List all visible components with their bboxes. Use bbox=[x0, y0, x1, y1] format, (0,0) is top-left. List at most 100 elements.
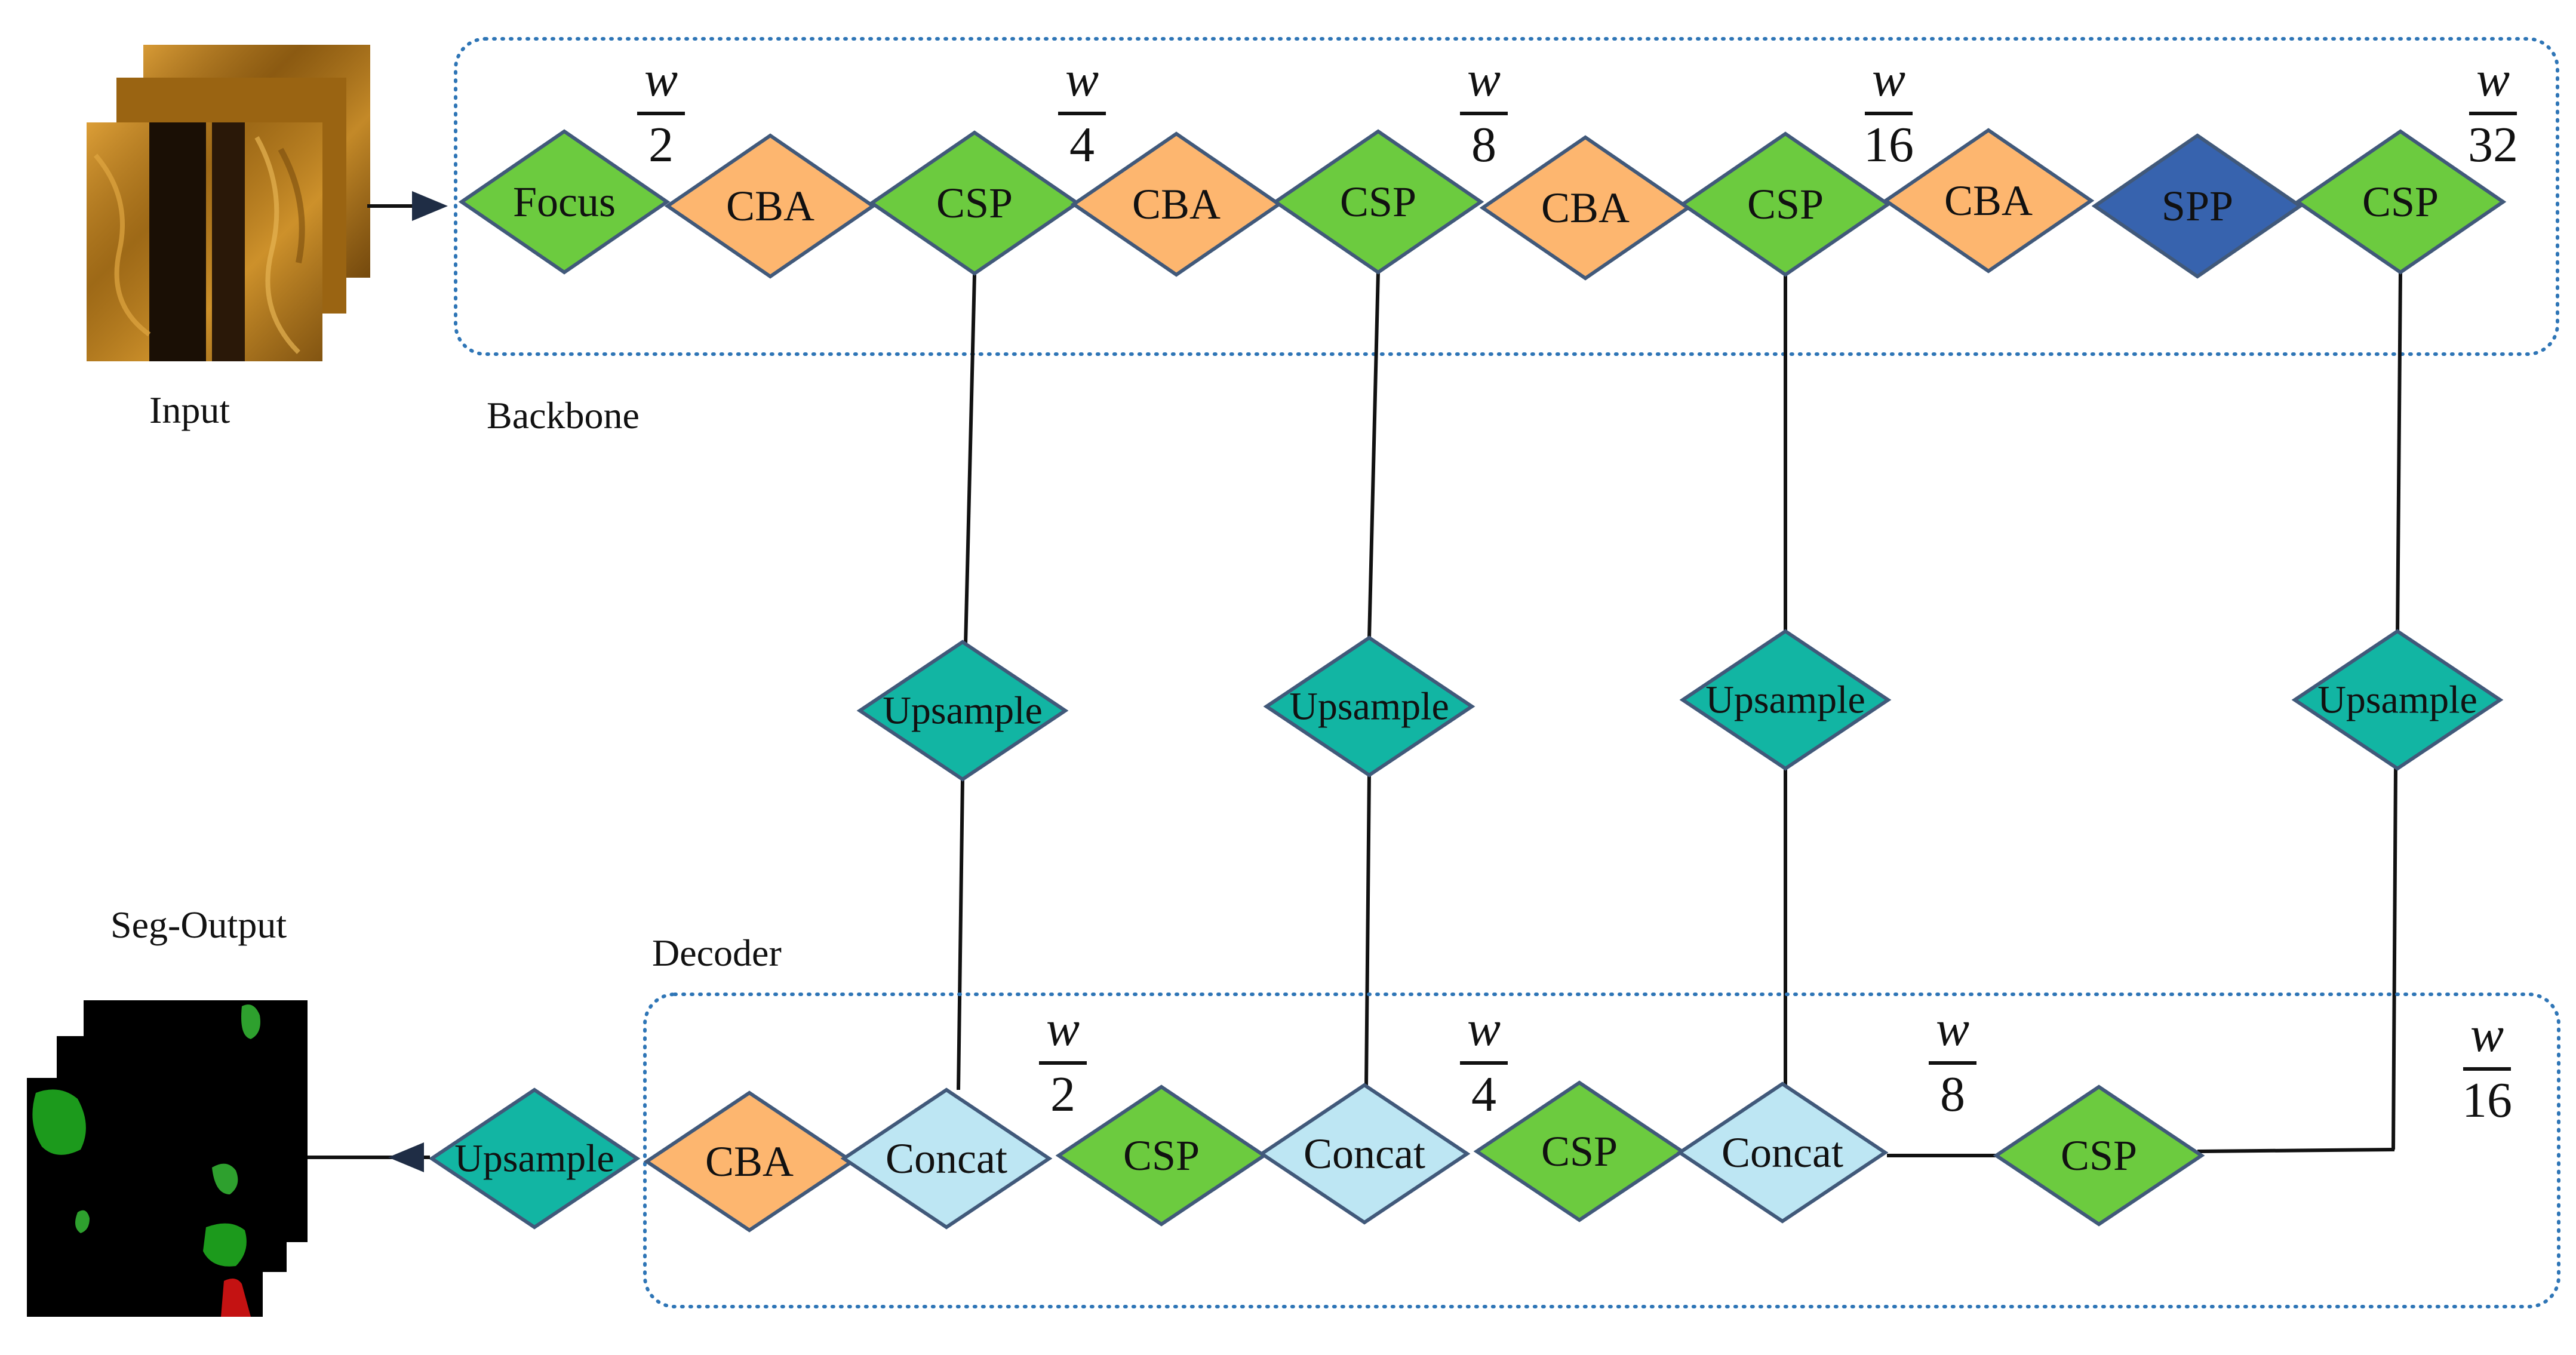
csp2-node: CSP bbox=[1272, 129, 1484, 275]
dec-cba-label: CBA bbox=[705, 1138, 794, 1185]
backbone-scale-5: w 32 bbox=[2468, 51, 2518, 173]
seg-output-arrowhead bbox=[388, 1142, 424, 1172]
skip-connections bbox=[957, 271, 2402, 1157]
up4-node: Upsample bbox=[2291, 629, 2504, 771]
upsample-nodes: Upsample Upsample Upsample Upsample bbox=[856, 629, 2504, 782]
csp4-diamond bbox=[2294, 129, 2507, 275]
backbone-scale-3: w8 bbox=[1460, 51, 1508, 173]
concat3-diamond bbox=[1676, 1081, 1889, 1224]
backbone-scale-2: w4 bbox=[1058, 51, 1106, 173]
backbone-scale-4-denominator: 16 bbox=[1864, 117, 1914, 173]
spp-label: SPP bbox=[2162, 182, 2233, 230]
csp4-node: CSP bbox=[2294, 129, 2507, 275]
csp1-label: CSP bbox=[936, 179, 1013, 227]
input-caption: Input bbox=[149, 389, 230, 431]
backbone-scale-3-denominator: 8 bbox=[1471, 117, 1496, 173]
csp2-to-upsample2 bbox=[1367, 271, 1380, 640]
csp2-label: CSP bbox=[1340, 178, 1416, 226]
dec-csp3-node: CSP bbox=[1993, 1084, 2205, 1227]
upsample1-to-concat1 bbox=[957, 779, 964, 1090]
concat3-node: Concat bbox=[1676, 1081, 1889, 1224]
backbone-scale-1-denominator: 2 bbox=[648, 117, 674, 173]
up3-node: Upsample bbox=[1679, 629, 1892, 771]
backbone-scale-4: w 16 bbox=[1864, 51, 1914, 173]
cba1-label: CBA bbox=[726, 182, 814, 230]
csp3-label: CSP bbox=[1747, 180, 1824, 228]
decoder-scale-4: w16 bbox=[2462, 1007, 2512, 1128]
dec-csp3-diamond bbox=[1993, 1084, 2205, 1227]
backbone-nodes: Focus CBA CSP CBA CSP CBA CSP CBA SPP CSP bbox=[458, 128, 2507, 281]
focus-label: Focus bbox=[513, 178, 616, 226]
seg-blob-4 bbox=[203, 1223, 247, 1267]
decoder-scale-3: w8 bbox=[1929, 1001, 1976, 1122]
upsample4-down bbox=[2391, 767, 2397, 1150]
dec-csp1-label: CSP bbox=[1123, 1132, 1200, 1179]
cba2-label: CBA bbox=[1132, 180, 1221, 228]
decoder-scale-1-denominator: 2 bbox=[1050, 1067, 1075, 1122]
backbone-frame bbox=[454, 37, 2559, 356]
csp4-label: CSP bbox=[2362, 178, 2439, 226]
csp4-to-upsample4 bbox=[2396, 271, 2402, 637]
up1-label: Upsample bbox=[883, 689, 1043, 733]
backbone-scale-2-numerator: w bbox=[1065, 51, 1099, 107]
up2-label: Upsample bbox=[1289, 685, 1449, 729]
csp3-node: CSP bbox=[1679, 131, 1892, 277]
decoder-frame bbox=[643, 993, 2560, 1308]
concat2-node: Concat bbox=[1258, 1083, 1471, 1225]
cba3-label: CBA bbox=[1541, 184, 1630, 232]
decoder-scale-2-numerator: w bbox=[1467, 1001, 1501, 1056]
seg-blob-3 bbox=[212, 1163, 238, 1194]
seg-blob-red bbox=[221, 1279, 251, 1317]
up3-diamond bbox=[1679, 629, 1892, 771]
focus-node: Focus bbox=[458, 129, 671, 275]
concat1-node: Concat bbox=[840, 1087, 1053, 1230]
cba4-diamond bbox=[1882, 128, 2095, 274]
up3-label: Upsample bbox=[1705, 678, 1865, 722]
focus-diamond bbox=[458, 129, 671, 275]
spp-node: SPP bbox=[2091, 133, 2304, 279]
cba2-node: CBA bbox=[1070, 131, 1283, 277]
concat2-diamond bbox=[1258, 1083, 1471, 1225]
backbone-scale-1: w2 bbox=[637, 51, 685, 173]
dec-csp2-node: CSP bbox=[1473, 1080, 1686, 1222]
seg-blob-2 bbox=[32, 1089, 86, 1155]
concat1-diamond bbox=[840, 1087, 1053, 1230]
decoder-scale-2-denominator: 4 bbox=[1471, 1067, 1496, 1122]
dec-upsample-node: Upsample bbox=[428, 1087, 641, 1230]
concat2-label: Concat bbox=[1304, 1130, 1425, 1178]
decoder-scale-3-denominator: 8 bbox=[1940, 1067, 1965, 1122]
concat1-label: Concat bbox=[886, 1135, 1007, 1182]
upsample4-to-dec-csp3 bbox=[2197, 1148, 2395, 1153]
seg-blob-5 bbox=[75, 1210, 90, 1233]
backbone-scale-2-denominator: 4 bbox=[1069, 117, 1095, 173]
backbone-scale-4-numerator: w bbox=[1872, 51, 1905, 107]
decoder-scale-4-numerator: w bbox=[2470, 1007, 2504, 1062]
backbone-scale-5-denominator: 32 bbox=[2468, 117, 2518, 173]
up4-diamond bbox=[2291, 629, 2504, 771]
decoder-scale-1: w2 bbox=[1039, 1001, 1087, 1122]
dec-csp3-label: CSP bbox=[2061, 1132, 2137, 1179]
input-image-stack bbox=[87, 45, 370, 361]
upsample2-to-concat2 bbox=[1364, 773, 1371, 1087]
decoder-scale-2: w4 bbox=[1460, 1001, 1508, 1122]
dec-upsample-label: Upsample bbox=[454, 1137, 614, 1181]
csp1-node: CSP bbox=[868, 130, 1081, 276]
decoder-scale-1-numerator: w bbox=[1046, 1001, 1080, 1056]
cba3-node: CBA bbox=[1479, 135, 1692, 281]
dec-cba-node: CBA bbox=[643, 1090, 856, 1233]
cba4-label: CBA bbox=[1944, 177, 2033, 225]
csp2-diamond bbox=[1272, 129, 1484, 275]
up1-diamond bbox=[856, 640, 1069, 782]
backbone-scale-1-numerator: w bbox=[644, 51, 678, 107]
spp-diamond bbox=[2091, 133, 2304, 279]
up4-label: Upsample bbox=[2317, 678, 2477, 722]
cba4-node: CBA bbox=[1882, 128, 2095, 274]
seg-blob-1 bbox=[241, 1004, 260, 1039]
dec-upsample-diamond bbox=[428, 1087, 641, 1230]
dec-csp1-node: CSP bbox=[1055, 1084, 1268, 1227]
cba1-node: CBA bbox=[664, 133, 877, 279]
backbone-scale-5-numerator: w bbox=[2476, 51, 2510, 107]
